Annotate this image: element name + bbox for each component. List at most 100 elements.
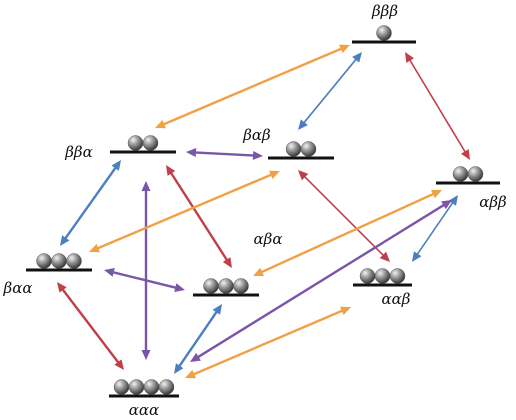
atom-ball [66,253,82,269]
transition-arrow-bab-baa [89,170,280,253]
atom-ball [467,166,484,182]
arrow-shaft [191,309,345,376]
state-aab: ααβ [353,268,412,308]
arrow-head [352,52,362,63]
atom-ball [36,253,52,269]
arrow-head [114,359,124,370]
arrow-head [339,44,350,54]
atom-ball [113,379,130,395]
arrow-head [174,283,185,292]
arrow-head [441,200,452,210]
arrow-head [89,243,100,253]
arrow-head [448,195,458,206]
atom-ball [359,268,376,284]
arrow-head [57,282,67,293]
transition-arrow-abb-aba [253,190,442,276]
arrow-head [60,235,70,246]
energy-states: βββ ββα βαβ αββ βαα αβα ααβ ααα [3,2,508,419]
state-bbb: βββ [352,2,416,44]
arrow-shaft [193,151,256,157]
transition-arrow-aab-aaa [185,306,351,379]
arrow-head [252,150,263,160]
arrow-head [186,148,197,158]
transition-arrow-bba-baa [60,160,121,246]
transition-arrow-bbb-bab [298,52,362,130]
atom-ball [389,268,406,284]
atom-ball [452,166,469,182]
state-label-aaa: ααα [129,401,159,419]
atom-ball [300,141,317,157]
arrow-shaft [60,287,121,365]
transition-arrow-baa-aba [104,268,185,292]
atom-ball [127,135,144,151]
arrow-head [298,170,309,181]
transition-arrow-aba-aaa [174,304,222,374]
arrow-shaft [169,171,229,262]
atom-ball [218,278,234,294]
state-label-baa: βαα [3,279,33,297]
transition-arrow-bab-aab [298,170,390,262]
arrow-head [405,52,415,63]
transition-arrow-abb-aaa [190,200,452,362]
arrow-shaft [408,58,467,154]
state-bba: ββα [64,135,176,161]
state-label-bbb: βββ [371,2,398,20]
arrow-shaft [303,175,385,257]
state-label-aba: αβα [254,230,283,248]
arrow-head [185,369,196,379]
arrow-shaft [161,47,344,126]
atom-ball [128,379,145,395]
arrow-shaft [177,309,219,369]
atom-ball [143,379,160,395]
atom-ball [158,379,175,395]
transition-arrow-bba-aba [166,165,232,268]
arrow-head [379,251,390,262]
arrow-head [340,306,351,316]
state-aaa: ααα [109,379,179,419]
arrow-head [104,268,115,277]
arrow-shaft [63,165,118,241]
arrow-shaft [302,57,358,125]
arrow-head [460,149,470,160]
state-label-aab: ααβ [382,290,411,308]
atom-ball [376,25,392,41]
arrow-shaft [111,270,178,290]
arrow-shaft [415,201,455,256]
arrow-head [155,119,166,129]
arrow-head [431,190,442,199]
arrow-head [166,165,176,176]
atom-ball [285,141,302,157]
atom-ball [142,135,159,151]
transition-arrow-bbb-bba [155,44,350,129]
state-bab: βαβ [242,126,334,160]
arrow-shaft [95,173,274,250]
atom-ball [51,253,67,269]
transition-arrow-abb-aab [412,195,458,262]
state-baa: βαα [3,253,92,297]
transition-arrow-baa-aaa [57,282,124,370]
arrow-head [190,352,201,362]
arrow-head [174,363,184,374]
transition-arrow-bba-aaa [141,181,151,360]
transition-arrow-bba-bab [186,148,263,160]
arrow-head [111,160,121,171]
arrow-head [253,267,264,276]
atom-ball [374,268,391,284]
arrow-head [212,304,222,315]
arrow-head [412,251,422,262]
state-aba: αβα [193,230,283,297]
state-label-bab: βαβ [242,126,271,144]
arrow-head [269,170,280,180]
atom-ball [233,278,249,294]
arrow-shaft [259,192,436,274]
state-label-abb: αββ [479,193,507,211]
transition-arrows [57,44,470,379]
arrow-head [222,257,232,268]
atom-ball [203,278,219,294]
arrow-head [141,181,151,191]
state-abb: αββ [436,166,507,211]
arrow-head [298,119,308,130]
transition-arrow-bbb-abb [405,52,470,160]
